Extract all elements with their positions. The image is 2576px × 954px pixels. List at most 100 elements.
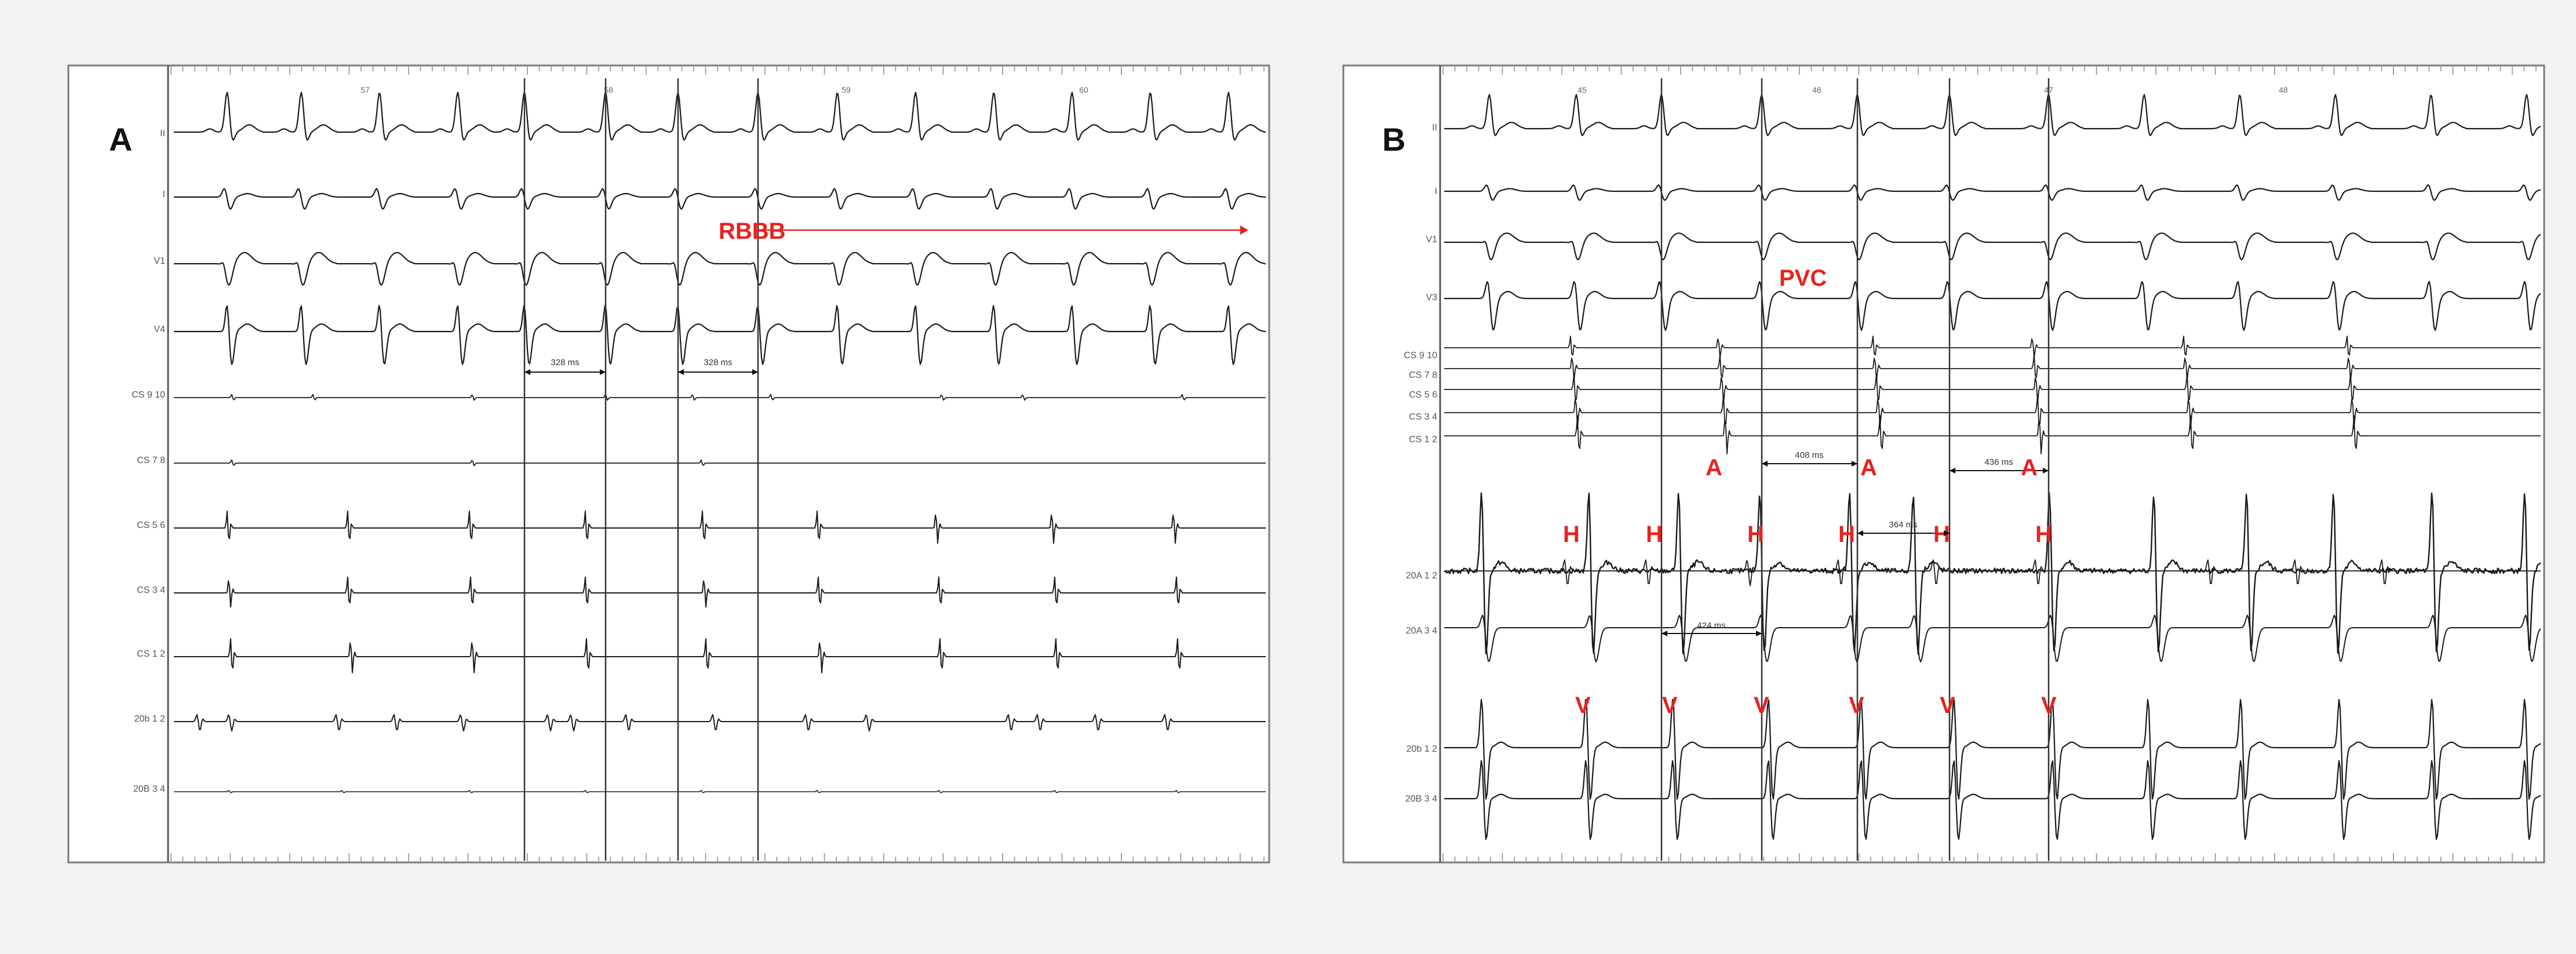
ecg-trace (174, 638, 1266, 673)
lead-label: II (1432, 123, 1437, 133)
lead-label: CS 7 8 (1409, 370, 1437, 380)
a-label: A (1860, 455, 1877, 480)
h-label: H (2035, 522, 2052, 547)
lead-label: II (160, 129, 165, 139)
lead-label: 20A 3 4 (1406, 626, 1437, 636)
lead-label: I (163, 190, 165, 199)
ecg-trace (174, 252, 1266, 286)
h-label: H (1747, 522, 1764, 547)
h-label: H (1646, 522, 1663, 547)
lead-label: CS 1 2 (137, 649, 165, 659)
ecg-trace (174, 510, 1266, 544)
h-label: H (1563, 522, 1580, 547)
lead-label: CS 9 10 (132, 390, 165, 400)
panel-a-letter: A (109, 121, 132, 158)
ecg-trace (1444, 336, 2541, 359)
lead-label: I (1435, 187, 1437, 196)
panel-a-time-mark: 57 (360, 85, 370, 94)
panel-a-top-ruler (170, 67, 1265, 75)
ecg-trace (174, 92, 1266, 141)
ecg-trace (1444, 184, 2541, 201)
interval-arrowhead (2043, 468, 2049, 474)
h-label: H (1838, 522, 1855, 547)
interval-arrowhead (600, 369, 606, 375)
v-label: V (1575, 693, 1591, 718)
interval-arrowhead (752, 369, 758, 375)
interval-label: 364 ms (1889, 520, 1917, 530)
v-label: V (1940, 693, 1955, 718)
h-label: H (1933, 522, 1950, 547)
panel-a-frame (67, 64, 1270, 864)
interval-arrowhead (1662, 631, 1667, 636)
panel-b-traces (1444, 94, 2541, 840)
ecg-trace (1444, 760, 2541, 840)
ecg-trace (174, 576, 1266, 608)
panel-b: B 45 46 47 48 II I V1 V3 CS 9 10 CS 7 8 … (1342, 64, 2545, 864)
ecg-trace (1444, 415, 2541, 454)
lead-label: CS 3 4 (137, 585, 165, 595)
interval-arrowhead (1852, 461, 1857, 467)
lead-label: CS 9 10 (1404, 351, 1437, 361)
interval-arrowhead (1950, 468, 1955, 474)
ecg-trace (1444, 281, 2541, 332)
panel-b-time-mark: 45 (1577, 85, 1587, 94)
ecg-trace (1444, 94, 2541, 136)
a-label: A (1706, 455, 1722, 480)
ecg-trace (1444, 373, 2541, 405)
lead-label: CS 5 6 (1409, 390, 1437, 400)
panel-b-bottom-ruler (1442, 853, 2537, 861)
ecg-trace (1444, 394, 2541, 429)
v-label: V (1849, 693, 1864, 718)
lead-label: CS 5 6 (137, 520, 165, 530)
ecg-trace (174, 188, 1266, 210)
interval-label: 328 ms (551, 358, 579, 367)
ecg-trace (174, 714, 1266, 732)
panel-b-letter: B (1382, 121, 1405, 158)
ecg-trace (1444, 614, 2541, 662)
ecg-trace (174, 305, 1266, 365)
interval-arrowhead (1857, 530, 1863, 536)
ecg-trace (1444, 559, 2541, 587)
ecg-trace (174, 790, 1266, 793)
lead-label: 20A 1 2 (1406, 571, 1437, 581)
v-label: V (1754, 693, 1769, 718)
lead-label: CS 3 4 (1409, 412, 1437, 422)
v-label: V (2041, 693, 2057, 718)
lead-label: V3 (1426, 293, 1437, 303)
ecg-trace (174, 459, 1266, 467)
interval-label: 436 ms (1984, 457, 2013, 467)
interval-label: 328 ms (704, 358, 732, 367)
panel-a: A 57 58 59 60 II I V1 V4 CS 9 10 CS 7 8 … (67, 64, 1270, 864)
lead-label: V1 (154, 256, 165, 266)
interval-label: 424 ms (1697, 621, 1725, 631)
panel-b-frame (1342, 64, 2545, 864)
rbbb-label: RBBB (719, 219, 786, 244)
ecg-trace (1444, 698, 2541, 800)
pvc-label: PVC (1779, 265, 1827, 291)
interval-arrowhead (1756, 631, 1762, 636)
interval-arrowhead (524, 369, 530, 375)
lead-label: 20B 3 4 (1405, 794, 1437, 804)
ecg-trace (1444, 492, 2541, 655)
interval-label: 408 ms (1795, 450, 1823, 460)
panel-a-traces (174, 92, 1266, 793)
lead-label: 20b 1 2 (1407, 744, 1437, 754)
panel-b-top-ruler (1442, 67, 2537, 75)
interval-arrowhead (678, 369, 684, 375)
panel-b-time-mark: 46 (1812, 85, 1821, 94)
panel-a-time-mark: 59 (841, 85, 851, 94)
lead-label: V1 (1426, 235, 1437, 245)
interval-arrowhead (1944, 530, 1950, 536)
ecg-trace (174, 394, 1266, 401)
v-label: V (1662, 693, 1678, 718)
ecg-trace (1444, 232, 2541, 261)
lead-label: 20b 1 2 (134, 714, 165, 724)
lead-label: CS 7 8 (137, 456, 165, 465)
panel-a-bottom-ruler (170, 853, 1265, 861)
rbbb-arrowhead (1240, 225, 1248, 235)
a-label: A (2021, 455, 2038, 480)
panel-b-time-mark: 48 (2279, 85, 2288, 94)
lead-label: V4 (154, 325, 165, 334)
